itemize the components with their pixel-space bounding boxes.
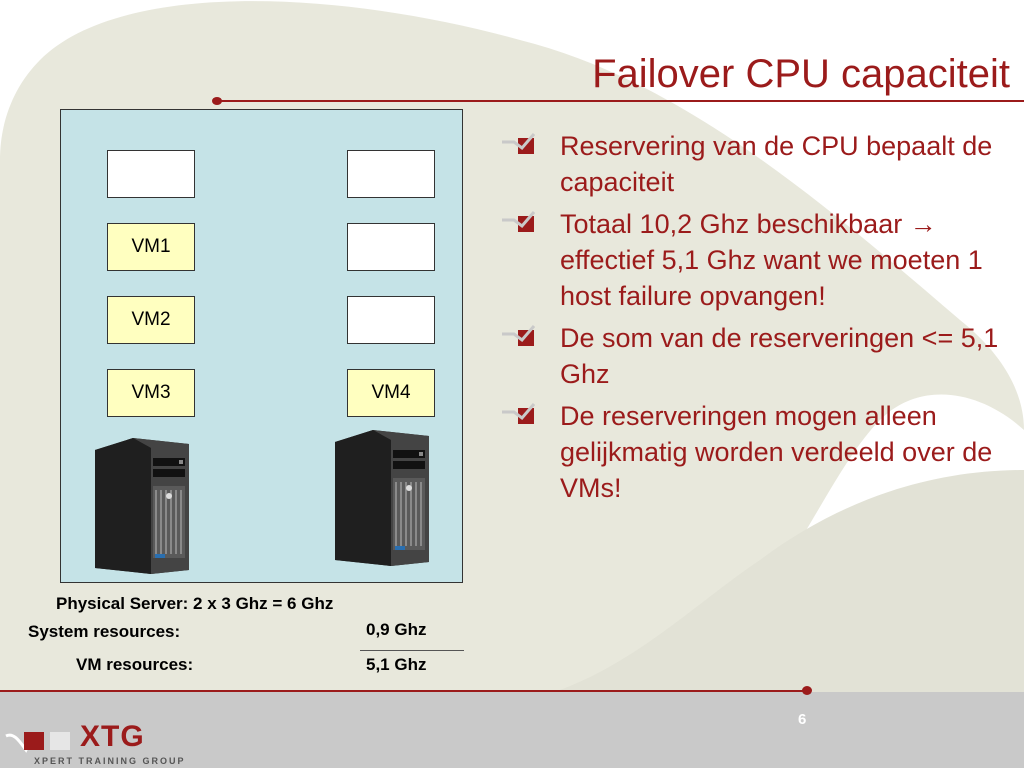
sum-divider (360, 650, 464, 651)
vm-box-vm4: VM4 (347, 369, 435, 417)
logo-wordmark: XTG (80, 720, 145, 753)
checkbox-check-icon (502, 211, 536, 232)
bullet-text: Totaal 10,2 Ghz beschikbaar → effectief … (560, 209, 983, 311)
bullet-text: Reservering van de CPU bepaalt de capaci… (560, 131, 993, 197)
empty-slot-right-1 (347, 150, 435, 198)
tower-server-icon (335, 430, 429, 566)
bullet-item: De som van de reserveringen <= 5,1 Ghz (500, 320, 1010, 392)
empty-slot-right-3 (347, 296, 435, 344)
vm-resources-value: 5,1 Ghz (366, 655, 427, 674)
checkbox-check-icon (502, 403, 536, 424)
vm-box-vm1: VM1 (107, 223, 195, 271)
vm-box-vm3: VM3 (107, 369, 195, 417)
bullet-item: Reservering van de CPU bepaalt de capaci… (500, 128, 1010, 200)
bullet-item: De reserveringen mogen alleen gelijkmati… (500, 398, 1010, 506)
xtg-logo-icon (5, 732, 70, 753)
page-number: 6 (798, 711, 807, 728)
empty-slot-left-1 (107, 150, 195, 198)
system-resources-value: 0,9 Ghz (366, 620, 427, 639)
footer-rule-dot (802, 686, 812, 695)
system-resources-label: System resources: (28, 622, 181, 641)
physical-server-summary: Physical Server: 2 x 3 Ghz = 6 Ghz (56, 594, 334, 613)
title-underline (212, 97, 1024, 105)
footer-band (0, 692, 1024, 768)
checkbox-check-icon (502, 325, 536, 346)
bullet-list: Reservering van de CPU bepaalt de capaci… (500, 128, 1010, 512)
cluster-diagram: VM1 VM2 VM3 VM4 (60, 109, 463, 583)
slide-title: Failover CPU capaciteit (592, 52, 1010, 96)
empty-slot-right-2 (347, 223, 435, 271)
bullet-text: De reserveringen mogen alleen gelijkmati… (560, 401, 993, 503)
logo-tagline: XPERT TRAINING GROUP (34, 756, 186, 766)
vm-box-vm2: VM2 (107, 296, 195, 344)
bullet-text: De som van de reserveringen <= 5,1 Ghz (560, 323, 999, 389)
checkbox-check-icon (502, 133, 536, 154)
footer-rule (0, 690, 806, 692)
tower-server-icon (95, 438, 189, 574)
bullet-item: Totaal 10,2 Ghz beschikbaar → effectief … (500, 206, 1010, 314)
vm-resources-label: VM resources: (76, 655, 194, 674)
